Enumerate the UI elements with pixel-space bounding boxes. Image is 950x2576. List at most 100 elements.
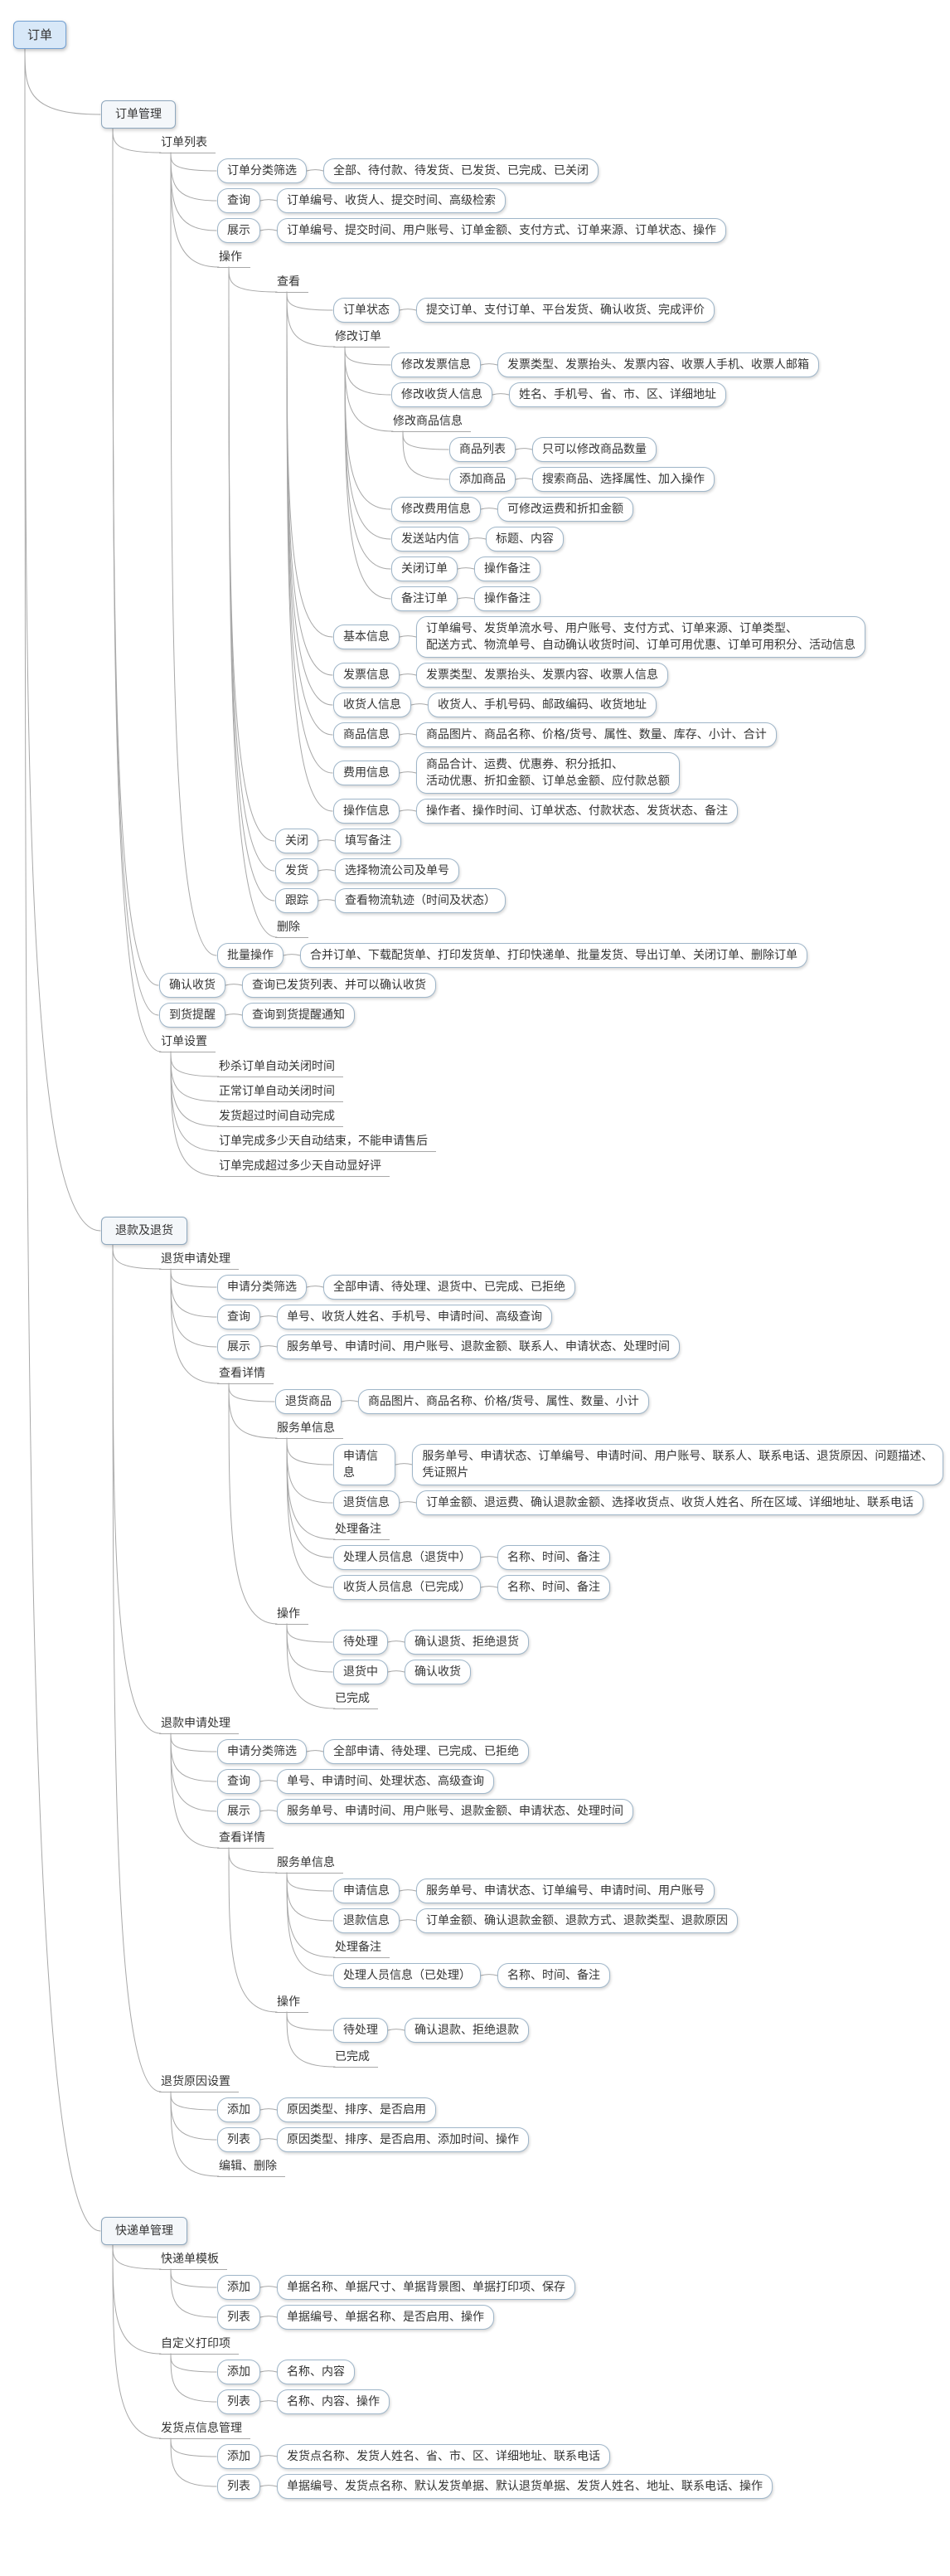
main-topic[interactable]: 快递单管理 <box>101 2217 187 2245</box>
topic[interactable]: 申请信息 <box>333 1879 400 1903</box>
topic[interactable]: 快递单模板 <box>159 2250 227 2270</box>
detail-topic[interactable]: 原因类型、排序、是否启用、添加时间、操作 <box>277 2127 529 2152</box>
detail-topic[interactable]: 单据编号、单据名称、是否启用、操作 <box>277 2305 494 2330</box>
topic[interactable]: 订单完成超过多少天自动显好评 <box>217 1157 390 1177</box>
topic[interactable]: 添加 <box>217 2097 260 2122</box>
topic[interactable]: 添加 <box>217 2275 260 2300</box>
detail-topic[interactable]: 全部申请、待处理、退货中、已完成、已拒绝 <box>323 1275 575 1300</box>
main-topic[interactable]: 退款及退货 <box>101 1217 187 1245</box>
topic[interactable]: 查看 <box>275 273 308 293</box>
topic[interactable]: 操作 <box>275 1605 308 1625</box>
detail-topic[interactable]: 确认退货、拒绝退货 <box>405 1630 529 1655</box>
detail-topic[interactable]: 订单金额、退运费、确认退款金额、选择收货点、收货人姓名、所在区域、详细地址、联系… <box>416 1490 923 1515</box>
topic[interactable]: 费用信息 <box>333 761 400 785</box>
detail-topic[interactable]: 合并订单、下载配货单、打印发货单、打印快递单、批量发货、导出订单、关闭订单、删除… <box>300 943 807 968</box>
topic[interactable]: 操作信息 <box>333 799 400 824</box>
topic[interactable]: 修改发票信息 <box>391 352 481 377</box>
topic[interactable]: 申请分类筛选 <box>217 1739 307 1764</box>
topic[interactable]: 修改收货人信息 <box>391 382 492 407</box>
topic[interactable]: 处理人员信息（已处理） <box>333 1963 481 1988</box>
topic[interactable]: 待处理 <box>333 2018 388 2043</box>
topic[interactable]: 查看详情 <box>217 1364 274 1384</box>
topic[interactable]: 商品信息 <box>333 722 400 747</box>
detail-topic[interactable]: 订单编号、收货人、提交时间、高级检索 <box>277 188 506 213</box>
topic[interactable]: 基本信息 <box>333 625 400 649</box>
detail-topic[interactable]: 服务单号、申请时间、用户账号、退款金额、申请状态、处理时间 <box>277 1799 633 1824</box>
detail-topic[interactable]: 发票类型、发票抬头、发票内容、收票人信息 <box>416 663 668 688</box>
topic[interactable]: 发货 <box>275 858 318 883</box>
detail-topic[interactable]: 收货人、手机号码、邮政编码、收货地址 <box>428 693 657 717</box>
detail-topic[interactable]: 名称、内容 <box>277 2360 355 2384</box>
topic[interactable]: 修改订单 <box>333 328 390 348</box>
topic[interactable]: 列表 <box>217 2389 260 2414</box>
topic[interactable]: 添加 <box>217 2444 260 2469</box>
topic[interactable]: 服务单信息 <box>275 1854 343 1874</box>
topic[interactable]: 处理备注 <box>333 1520 390 1540</box>
detail-topic[interactable]: 全部、待付款、待发货、已发货、已完成、已关闭 <box>323 158 599 183</box>
detail-topic[interactable]: 操作备注 <box>474 586 540 611</box>
detail-topic[interactable]: 单号、申请时间、处理状态、高级查询 <box>277 1769 494 1794</box>
topic[interactable]: 订单列表 <box>159 134 216 153</box>
topic[interactable]: 退货原因设置 <box>159 2073 239 2092</box>
topic[interactable]: 确认收货 <box>159 973 225 998</box>
topic[interactable]: 正常订单自动关闭时间 <box>217 1082 343 1102</box>
detail-topic[interactable]: 操作备注 <box>474 557 540 581</box>
detail-topic[interactable]: 查询到货提醒通知 <box>242 1003 355 1028</box>
topic[interactable]: 列表 <box>217 2305 260 2330</box>
detail-topic[interactable]: 订单编号、提交时间、用户账号、订单金额、支付方式、订单来源、订单状态、操作 <box>277 218 726 243</box>
topic[interactable]: 处理备注 <box>333 1938 390 1958</box>
topic[interactable]: 秒杀订单自动关闭时间 <box>217 1057 343 1077</box>
topic[interactable]: 处理人员信息（退货中） <box>333 1545 481 1570</box>
topic[interactable]: 退货申请处理 <box>159 1250 239 1270</box>
detail-topic[interactable]: 操作者、操作时间、订单状态、付款状态、发货状态、备注 <box>416 799 738 824</box>
detail-topic[interactable]: 名称、内容、操作 <box>277 2389 390 2414</box>
detail-topic[interactable]: 服务单号、申请状态、订单编号、申请时间、用户账号、联系人、联系电话、退货原因、问… <box>412 1444 943 1485</box>
detail-topic[interactable]: 单号、收货人姓名、手机号、申请时间、高级查询 <box>277 1305 552 1329</box>
topic[interactable]: 列表 <box>217 2127 260 2152</box>
topic[interactable]: 发票信息 <box>333 663 400 688</box>
detail-topic[interactable]: 名称、时间、备注 <box>497 1963 610 1988</box>
topic[interactable]: 关闭 <box>275 829 318 853</box>
detail-topic[interactable]: 名称、时间、备注 <box>497 1545 610 1570</box>
detail-topic[interactable]: 单据编号、发货点名称、默认发货单据、默认退货单据、发货人姓名、地址、联系电话、操… <box>277 2474 773 2499</box>
topic[interactable]: 发货超过时间自动完成 <box>217 1107 343 1127</box>
detail-topic[interactable]: 姓名、手机号、省、市、区、详细地址 <box>509 382 726 407</box>
topic[interactable]: 自定义打印项 <box>159 2335 239 2355</box>
topic[interactable]: 修改商品信息 <box>391 412 471 432</box>
topic[interactable]: 待处理 <box>333 1630 388 1655</box>
topic[interactable]: 操作 <box>275 1993 308 2013</box>
detail-topic[interactable]: 商品图片、商品名称、价格/货号、属性、数量、库存、小计、合计 <box>416 722 777 747</box>
root-topic[interactable]: 订单 <box>13 21 67 49</box>
topic[interactable]: 列表 <box>217 2474 260 2499</box>
detail-topic[interactable]: 订单编号、发货单流水号、用户账号、支付方式、订单来源、订单类型、 配送方式、物流… <box>416 616 865 658</box>
detail-topic[interactable]: 服务单号、申请时间、用户账号、退款金额、联系人、申请状态、处理时间 <box>277 1334 680 1359</box>
detail-topic[interactable]: 原因类型、排序、是否启用 <box>277 2097 436 2122</box>
topic[interactable]: 收货人员信息（已完成） <box>333 1575 481 1600</box>
topic[interactable]: 发货点信息管理 <box>159 2419 250 2439</box>
detail-topic[interactable]: 商品合计、运费、优惠券、积分抵扣、 活动优惠、折扣金额、订单总金额、应付款总额 <box>416 752 680 794</box>
detail-topic[interactable]: 订单金额、确认退款金额、退款方式、退款类型、退款原因 <box>416 1908 738 1933</box>
topic[interactable]: 查询 <box>217 1769 260 1794</box>
detail-topic[interactable]: 名称、时间、备注 <box>497 1575 610 1600</box>
topic[interactable]: 退货商品 <box>275 1389 342 1414</box>
topic[interactable]: 到货提醒 <box>159 1003 225 1028</box>
topic[interactable]: 订单状态 <box>333 298 400 323</box>
topic[interactable]: 发送站内信 <box>391 527 469 552</box>
topic[interactable]: 商品列表 <box>449 437 516 462</box>
topic[interactable]: 已完成 <box>333 1689 378 1709</box>
topic[interactable]: 查询 <box>217 1305 260 1329</box>
topic[interactable]: 修改费用信息 <box>391 497 481 522</box>
detail-topic[interactable]: 提交订单、支付订单、平台发货、确认收货、完成评价 <box>416 298 715 323</box>
topic[interactable]: 关闭订单 <box>391 557 458 581</box>
detail-topic[interactable]: 发票类型、发票抬头、发票内容、收票人手机、收票人邮箱 <box>497 352 819 377</box>
topic[interactable]: 退款信息 <box>333 1908 400 1933</box>
detail-topic[interactable]: 确认退款、拒绝退款 <box>405 2018 529 2043</box>
detail-topic[interactable]: 可修改运费和折扣金额 <box>497 497 633 522</box>
topic[interactable]: 跟踪 <box>275 888 318 913</box>
topic[interactable]: 退货中 <box>333 1660 388 1684</box>
topic[interactable]: 查询 <box>217 188 260 213</box>
topic[interactable]: 删除 <box>275 918 308 938</box>
topic[interactable]: 申请分类筛选 <box>217 1275 307 1300</box>
detail-topic[interactable]: 只可以修改商品数量 <box>532 437 657 462</box>
topic[interactable]: 服务单信息 <box>275 1419 343 1439</box>
